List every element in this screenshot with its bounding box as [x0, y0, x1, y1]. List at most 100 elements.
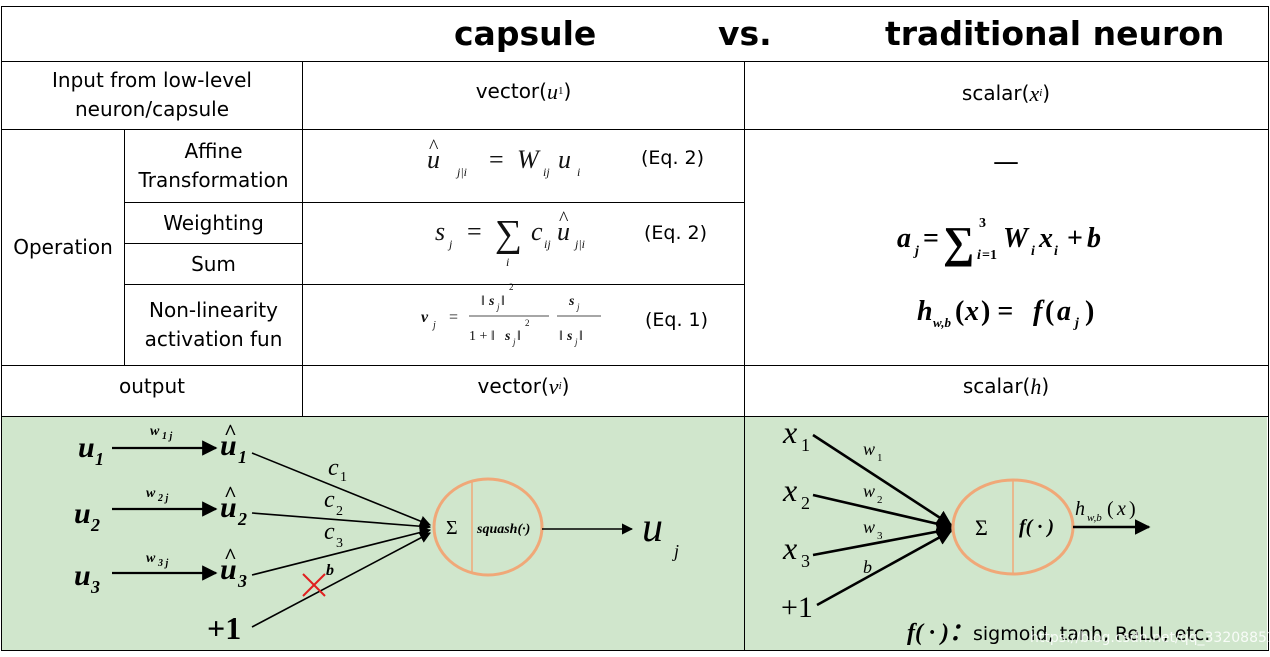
svg-text:j|i: j|i — [455, 165, 467, 179]
svg-text:x: x — [964, 296, 979, 327]
svg-text:v: v — [421, 309, 429, 326]
svg-text:^: ^ — [224, 543, 237, 568]
svg-text:+: + — [1067, 223, 1083, 254]
grid-line — [1, 61, 1269, 62]
svg-text:s: s — [504, 329, 511, 344]
affine-equation: u ^ j|i = W ij u i — [427, 136, 580, 179]
svg-text:(: ( — [1107, 498, 1114, 520]
svg-text:∑: ∑ — [943, 218, 974, 267]
capsule-node-sum: Σ — [446, 517, 458, 539]
grid-line — [124, 202, 744, 203]
svg-text:i: i — [1031, 244, 1035, 259]
svg-text:‖: ‖ — [559, 329, 563, 344]
svg-text:i: i — [977, 248, 981, 263]
svg-text:w,b: w,b — [933, 315, 951, 330]
svg-text:ij: ij — [543, 165, 550, 179]
svg-text:x: x — [1038, 223, 1053, 254]
capsule-input-bias: +1 — [207, 610, 241, 646]
watermark: https://blog.csdn.net/qq_33208851 — [1030, 630, 1270, 646]
svg-text:u: u — [220, 491, 237, 524]
neuron-caption: f( · )：sigmoid, tanh, ReLU, etc. — [907, 612, 1210, 647]
svg-text:j: j — [913, 244, 919, 259]
grid-line — [1, 365, 1269, 366]
svg-text:u: u — [74, 559, 91, 592]
svg-text:(: ( — [955, 296, 964, 327]
grid-line — [124, 129, 125, 366]
svg-text:1: 1 — [238, 447, 247, 467]
svg-text:c: c — [531, 217, 543, 246]
svg-text:=: = — [923, 223, 939, 254]
svg-text:h: h — [1075, 498, 1085, 520]
svg-text:u: u — [220, 429, 237, 462]
sub-label-affine: Affine Transformation — [138, 139, 289, 192]
weighting-eq-number: (Eq. 2) — [644, 222, 708, 244]
svg-text:j: j — [672, 541, 679, 561]
neuron-node-fn: f( · ) — [1019, 516, 1054, 538]
prediction-u3-hat: u^3 — [220, 543, 247, 591]
caption-fn: f( · )： — [907, 620, 973, 646]
header-capsule: capsule — [454, 14, 597, 53]
svg-text:): ) — [1129, 498, 1136, 520]
svg-text:u: u — [74, 497, 91, 530]
grid-line — [1, 129, 1269, 130]
svg-text:2: 2 — [336, 504, 343, 519]
grid-line — [1268, 6, 1269, 651]
neuron-node-sum: Σ — [975, 515, 988, 540]
svg-text:=: = — [449, 309, 458, 326]
svg-text:(: ( — [1045, 296, 1054, 327]
capsule-node-squash: squash(·) — [476, 522, 530, 537]
svg-text:=: = — [467, 217, 482, 246]
grid-line — [302, 61, 303, 417]
svg-text:u: u — [427, 145, 440, 174]
svg-text:s: s — [568, 294, 575, 309]
weighted-sum-equation: a j = ∑ 3 i =1 W i x i + b — [897, 216, 1101, 267]
svg-text:c: c — [324, 519, 335, 545]
svg-text:j: j — [1073, 316, 1079, 331]
capsule-diagram-bg — [2, 417, 744, 650]
svg-text:w: w — [863, 517, 875, 537]
svg-text:=: = — [489, 145, 504, 174]
neuron-diagram-bg — [745, 417, 1267, 650]
svg-text:w: w — [863, 481, 875, 501]
svg-text:^: ^ — [224, 419, 237, 444]
activation-equation: h w,b ( x ) = f ( a j ) — [917, 296, 1094, 331]
squash-equation: v j = ‖ s j ‖ 2 1 + ‖ s j ‖ 2 s j ‖ s j … — [421, 282, 601, 347]
prediction-u2-hat: u^2 — [220, 481, 247, 529]
squash-eq-number: (Eq. 1) — [645, 309, 709, 331]
svg-text:w: w — [150, 424, 160, 439]
svg-text:1 + ‖: 1 + ‖ — [469, 329, 495, 344]
header-traditional: traditional neuron — [885, 14, 1225, 53]
svg-text:^: ^ — [224, 481, 237, 506]
row-label-operation: Operation — [13, 235, 113, 259]
input-label-line1: Input from low-level — [52, 68, 252, 92]
svg-text:i: i — [577, 165, 580, 179]
sub-label-weighting: Weighting — [163, 210, 264, 235]
svg-text:f: f — [1033, 296, 1045, 327]
svg-text:3: 3 — [336, 536, 343, 551]
row-label-input: Input from low-level neuron/capsule — [2, 62, 302, 128]
svg-text:^: ^ — [429, 136, 439, 158]
svg-text:2: 2 — [509, 282, 514, 292]
svg-text:w: w — [146, 551, 156, 566]
svg-text:3 j: 3 j — [157, 558, 169, 569]
sub-label-sum: Sum — [191, 251, 236, 276]
svg-text:s: s — [435, 217, 445, 246]
neuron-input-bias: +1 — [781, 591, 813, 624]
svg-text:‖: ‖ — [501, 294, 505, 309]
svg-text:ij: ij — [544, 237, 551, 251]
